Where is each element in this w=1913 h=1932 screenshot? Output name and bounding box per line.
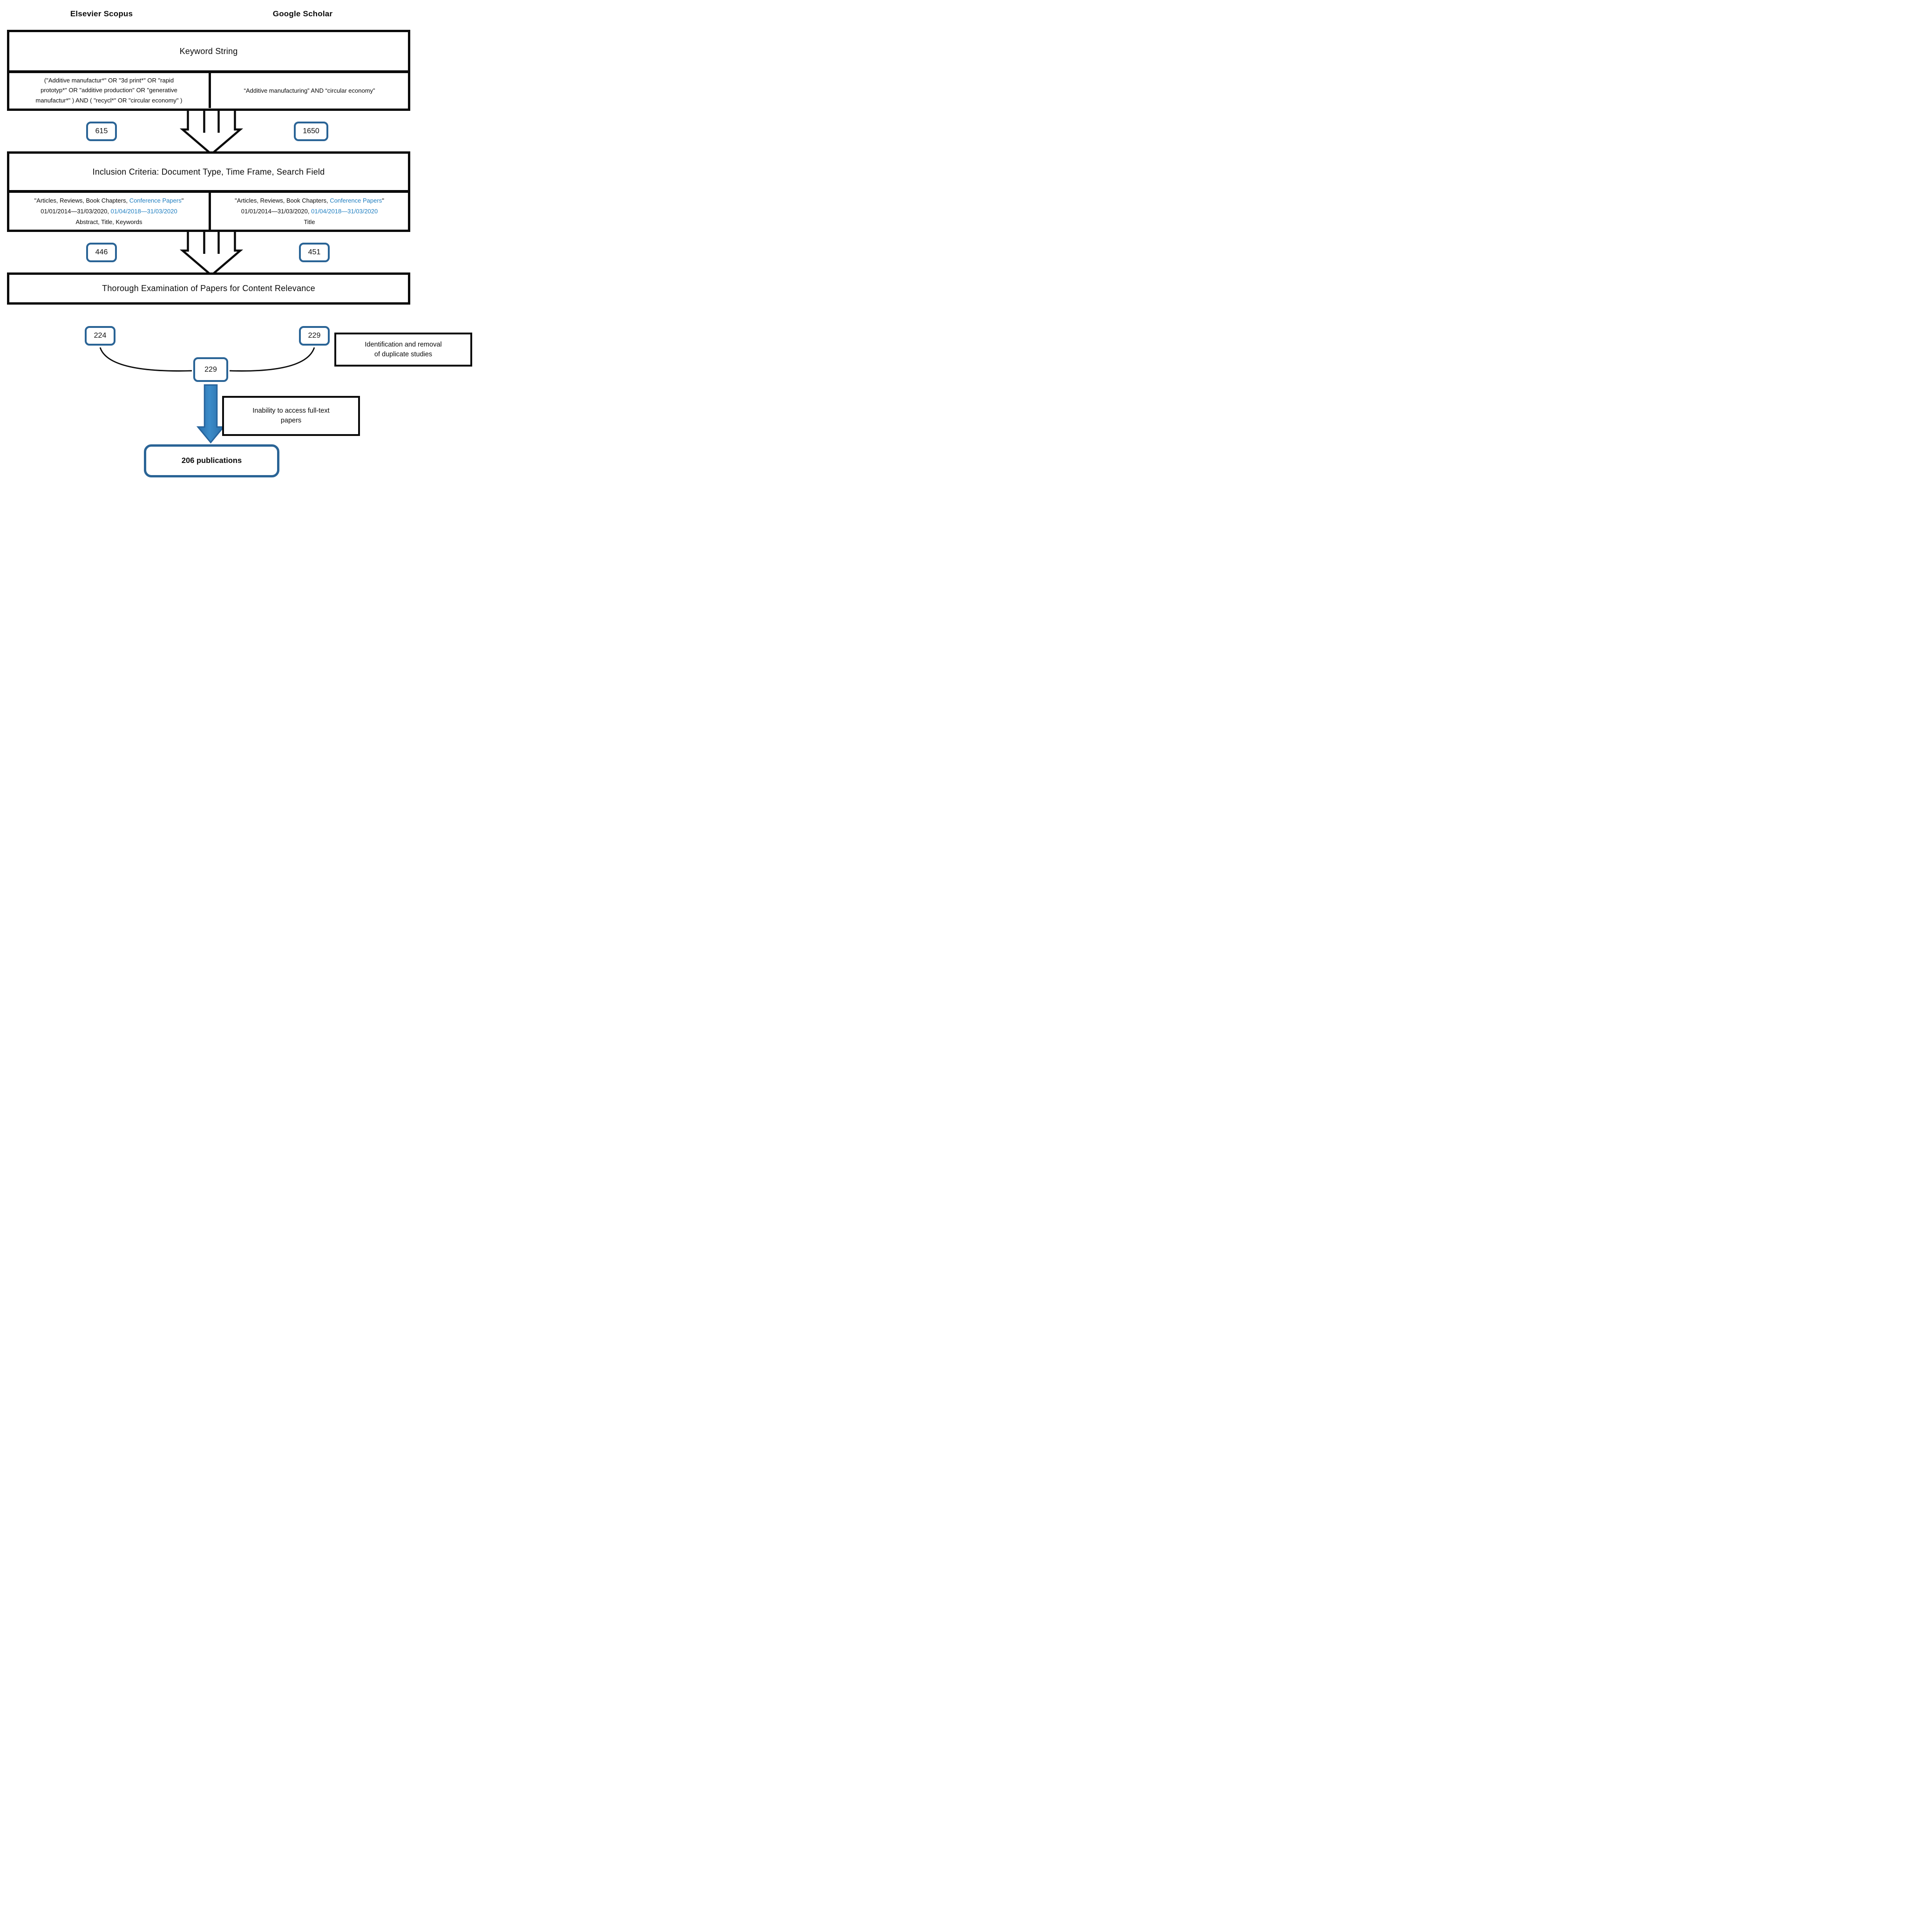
scopus-time-frame: 01/01/2014—31/03/2020, 01/04/2018—31/03/… [41, 207, 177, 215]
inclusion-criteria-title: Inclusion Criteria: Document Type, Time … [9, 154, 408, 193]
final-publications-box: 206 publications [144, 444, 279, 477]
scholar-criteria-cell: "Articles, Reviews, Book Chapters, Confe… [209, 193, 408, 230]
keyword-string-title: Keyword String [9, 32, 408, 73]
merge-arrow-icon [179, 232, 244, 277]
scopus-count-badge: 224 [85, 326, 115, 346]
scholar-time-frame: 01/01/2014—31/03/2020, 01/04/2018—31/03/… [241, 207, 378, 215]
scopus-criteria-cell: "Articles, Reviews, Book Chapters, Confe… [9, 193, 209, 230]
merge-arrow-icon [179, 111, 244, 156]
scholar-count-badge: 1650 [294, 122, 328, 141]
keyword-string-box: Keyword String ("Additive manufactur*" O… [7, 30, 410, 111]
scholar-count-badge: 451 [299, 243, 330, 262]
scholar-query-cell: “Additive manufacturing” AND “circular e… [209, 73, 408, 108]
scopus-count-badge: 446 [86, 243, 117, 262]
scholar-count-badge: 229 [299, 326, 330, 346]
column-header-google-scholar: Google Scholar [272, 9, 333, 18]
deduplication-note-line: of duplicate studies [374, 350, 433, 358]
scopus-query-line: ("Additive manufactur*" OR "3d print*" O… [44, 76, 174, 84]
deduplication-note-line: Identification and removal [365, 340, 442, 348]
full-text-access-note-box: Inability to access full-text papers [222, 396, 360, 436]
scopus-query-line: manufactur*" ) AND ( "recycl*" OR "circu… [35, 97, 183, 104]
full-text-access-note-line: Inability to access full-text [252, 407, 330, 415]
content-relevance-title: Thorough Examination of Papers for Conte… [102, 284, 315, 293]
scholar-doc-types: "Articles, Reviews, Book Chapters, Confe… [235, 197, 384, 204]
full-text-access-note-line: papers [280, 417, 302, 424]
literature-search-flow-diagram: Elsevier Scopus Google Scholar Keyword S… [0, 0, 478, 483]
scopus-query-line: prototyp*" OR "additive production" OR "… [41, 87, 177, 94]
scopus-search-fields: Abstract, Title, Keywords [75, 218, 142, 225]
merged-count-badge: 229 [193, 357, 228, 382]
scholar-query-line: “Additive manufacturing” AND “circular e… [244, 87, 375, 94]
column-header-scopus: Elsevier Scopus [70, 9, 133, 18]
content-relevance-box: Thorough Examination of Papers for Conte… [7, 272, 410, 305]
inclusion-criteria-box: Inclusion Criteria: Document Type, Time … [7, 151, 410, 232]
down-arrow-icon [197, 384, 225, 444]
scopus-count-badge: 615 [86, 122, 117, 141]
scholar-search-fields: Title [304, 218, 315, 225]
deduplication-note-box: Identification and removal of duplicate … [334, 333, 472, 367]
scopus-doc-types: "Articles, Reviews, Book Chapters, Confe… [34, 197, 184, 204]
scopus-query-cell: ("Additive manufactur*" OR "3d print*" O… [9, 73, 209, 108]
